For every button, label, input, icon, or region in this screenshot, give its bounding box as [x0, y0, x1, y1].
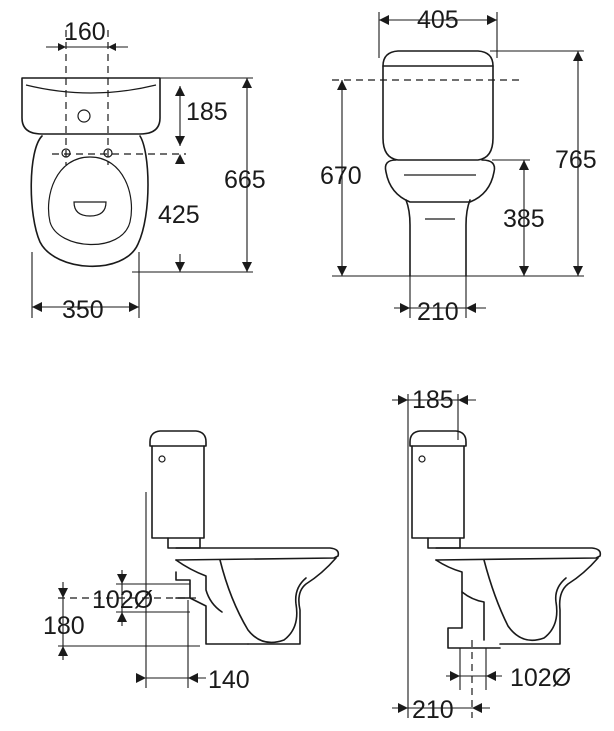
dim-140-arrow-right — [188, 673, 198, 683]
dim-405-arrow-left — [379, 15, 389, 25]
dim-185-arrow-right-side — [458, 395, 468, 405]
dim-102-arrow-top-1 — [117, 574, 127, 584]
cistern-body-side-2 — [411, 445, 465, 539]
trap-inner-side-2 — [461, 591, 485, 641]
cistern-inner-edge-top — [25, 84, 157, 94]
dim-765-arrow-bottom — [573, 266, 583, 276]
dim-350-arrow-left — [32, 302, 42, 312]
flush-button — [77, 109, 91, 123]
label-210-side: 210 — [412, 696, 454, 724]
trap-inner-side-1 — [175, 559, 223, 613]
bowl-top-side-2 — [435, 547, 602, 561]
dim-102-arrow-right-2 — [486, 671, 496, 681]
bowl-inner-side-1 — [219, 559, 307, 644]
bowl-outline-top — [30, 135, 149, 268]
label-185-side: 185 — [412, 386, 454, 414]
bowl-outer-side-2 — [499, 557, 599, 645]
cistern-button-side-1 — [158, 455, 166, 463]
bowl-rim-front — [384, 159, 496, 203]
side-view-p-trap: 102Ø 180 140 — [43, 430, 340, 694]
dim-185-arrow-top — [175, 86, 185, 96]
dim-210-arrow-left-side — [398, 703, 408, 713]
cistern-body-front — [382, 65, 494, 161]
cistern-lid-side-2 — [409, 430, 467, 447]
dim-210-arrow-right — [466, 303, 476, 313]
dim-210-arrow-left — [400, 303, 410, 313]
dim-185-arrow-left-side — [398, 395, 408, 405]
top-view: 160 185 665 425 350 — [21, 18, 266, 324]
label-350: 350 — [62, 296, 104, 324]
label-665: 665 — [224, 166, 266, 194]
dim-185-arrow-bottom — [175, 136, 185, 146]
dim-670-arrow-bottom — [337, 266, 347, 276]
trap-outlet-side-1 — [175, 571, 249, 645]
dim-385-arrow-top — [519, 160, 529, 170]
label-185: 185 — [186, 98, 228, 126]
dim-180-arrow-bottom — [58, 646, 68, 656]
dim-405-arrow-right — [487, 15, 497, 25]
cistern-lid-side-1 — [149, 430, 207, 447]
dim-665-arrow-bottom — [242, 262, 252, 272]
label-385: 385 — [503, 205, 545, 233]
dim-385-arrow-bottom — [519, 266, 529, 276]
label-210-front: 210 — [417, 298, 459, 326]
label-140: 140 — [208, 666, 250, 694]
bowl-top-side-1 — [175, 547, 340, 561]
dim-180-arrow-top — [58, 588, 68, 598]
bowl-inner-side-2 — [483, 559, 567, 642]
front-view: 405 670 765 385 210 — [320, 6, 597, 326]
label-160: 160 — [64, 18, 106, 46]
cistern-base-side-1 — [167, 537, 201, 549]
dim-160-arrow-left — [58, 43, 66, 51]
cistern-button-side-2 — [418, 455, 426, 463]
dim-185-arrow-fix — [175, 154, 185, 164]
cistern-body-side-1 — [151, 445, 205, 539]
dim-350-arrow-right — [129, 302, 139, 312]
cistern-lid-front — [382, 50, 494, 67]
cistern-outline-top — [21, 77, 161, 135]
label-102-p-trap: 102Ø — [92, 586, 153, 614]
label-425: 425 — [158, 201, 200, 229]
dim-102-arrow-left-2 — [450, 671, 460, 681]
dim-425-arrow-bottom — [175, 262, 185, 272]
trap-side-2 — [435, 559, 501, 649]
dim-140-arrow-left — [136, 673, 146, 683]
dim-665-arrow-top — [242, 78, 252, 88]
side-view-s-trap: 185 102Ø 210 — [392, 386, 602, 724]
seat-inner-outline — [47, 156, 133, 246]
dim-765-arrow-top — [573, 51, 583, 61]
dim-102-arrow-bottom-1 — [117, 612, 127, 622]
label-765: 765 — [555, 146, 597, 174]
label-405: 405 — [417, 6, 459, 34]
dim-670-arrow-top — [337, 80, 347, 90]
dim-160-arrow-right — [108, 43, 116, 51]
cistern-base-side-2 — [427, 537, 461, 549]
label-180: 180 — [43, 612, 85, 640]
pedestal-front — [405, 199, 471, 277]
bowl-outer-side-1 — [247, 557, 337, 645]
dim-210-arrow-right-side — [472, 703, 482, 713]
label-670: 670 — [320, 162, 362, 190]
label-102-s-trap: 102Ø — [510, 664, 571, 692]
bowl-opening — [73, 201, 107, 217]
